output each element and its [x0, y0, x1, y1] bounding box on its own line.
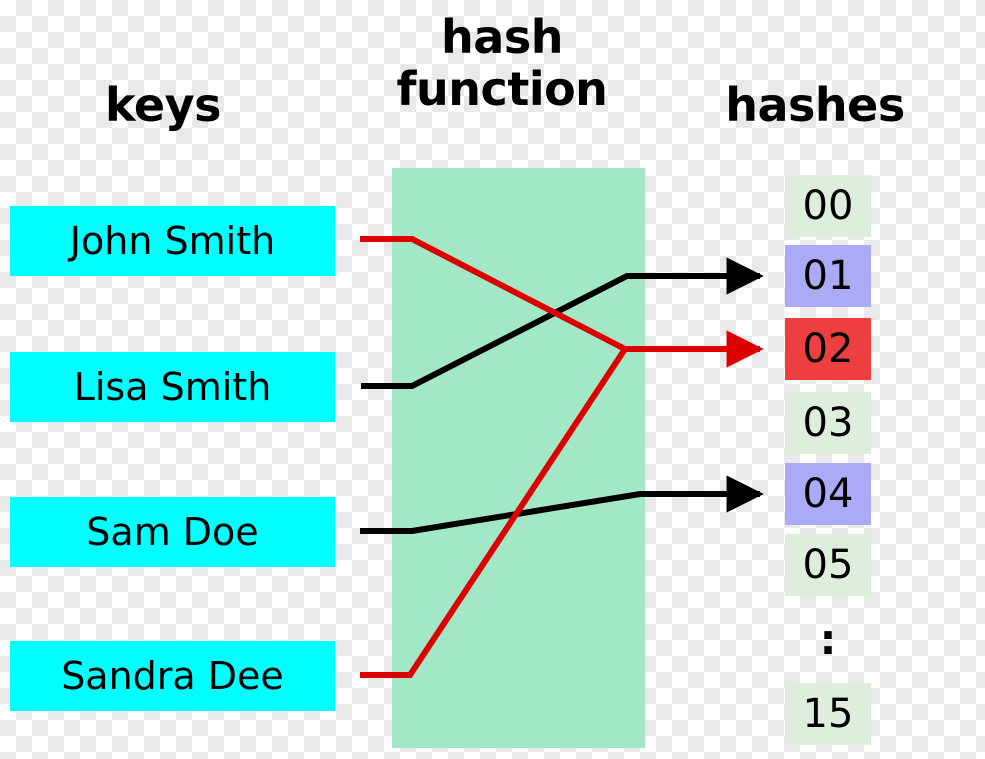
hash-cell-01[interactable]: 01 — [785, 245, 871, 307]
hash-cell-05[interactable]: 05 — [785, 534, 871, 596]
hash-cell-03[interactable]: 03 — [785, 392, 871, 454]
column-heading-hash-function: hash function — [396, 10, 608, 116]
column-heading-hashes: hashes — [725, 78, 905, 132]
key-box-sandra-dee[interactable]: Sandra Dee — [10, 641, 335, 711]
hash-cell-02[interactable]: 02 — [785, 318, 871, 380]
key-box-john-smith[interactable]: John Smith — [10, 206, 335, 276]
hash-cell-04[interactable]: 04 — [785, 463, 871, 525]
hash-function-panel — [392, 168, 645, 748]
column-heading-keys: keys — [105, 78, 221, 132]
hash-cells-ellipsis: : — [819, 614, 837, 664]
key-box-sam-doe[interactable]: Sam Doe — [10, 497, 335, 567]
hash-cell-00[interactable]: 00 — [785, 175, 871, 237]
key-box-lisa-smith[interactable]: Lisa Smith — [10, 352, 335, 422]
hash-cell-15[interactable]: 15 — [785, 683, 871, 745]
